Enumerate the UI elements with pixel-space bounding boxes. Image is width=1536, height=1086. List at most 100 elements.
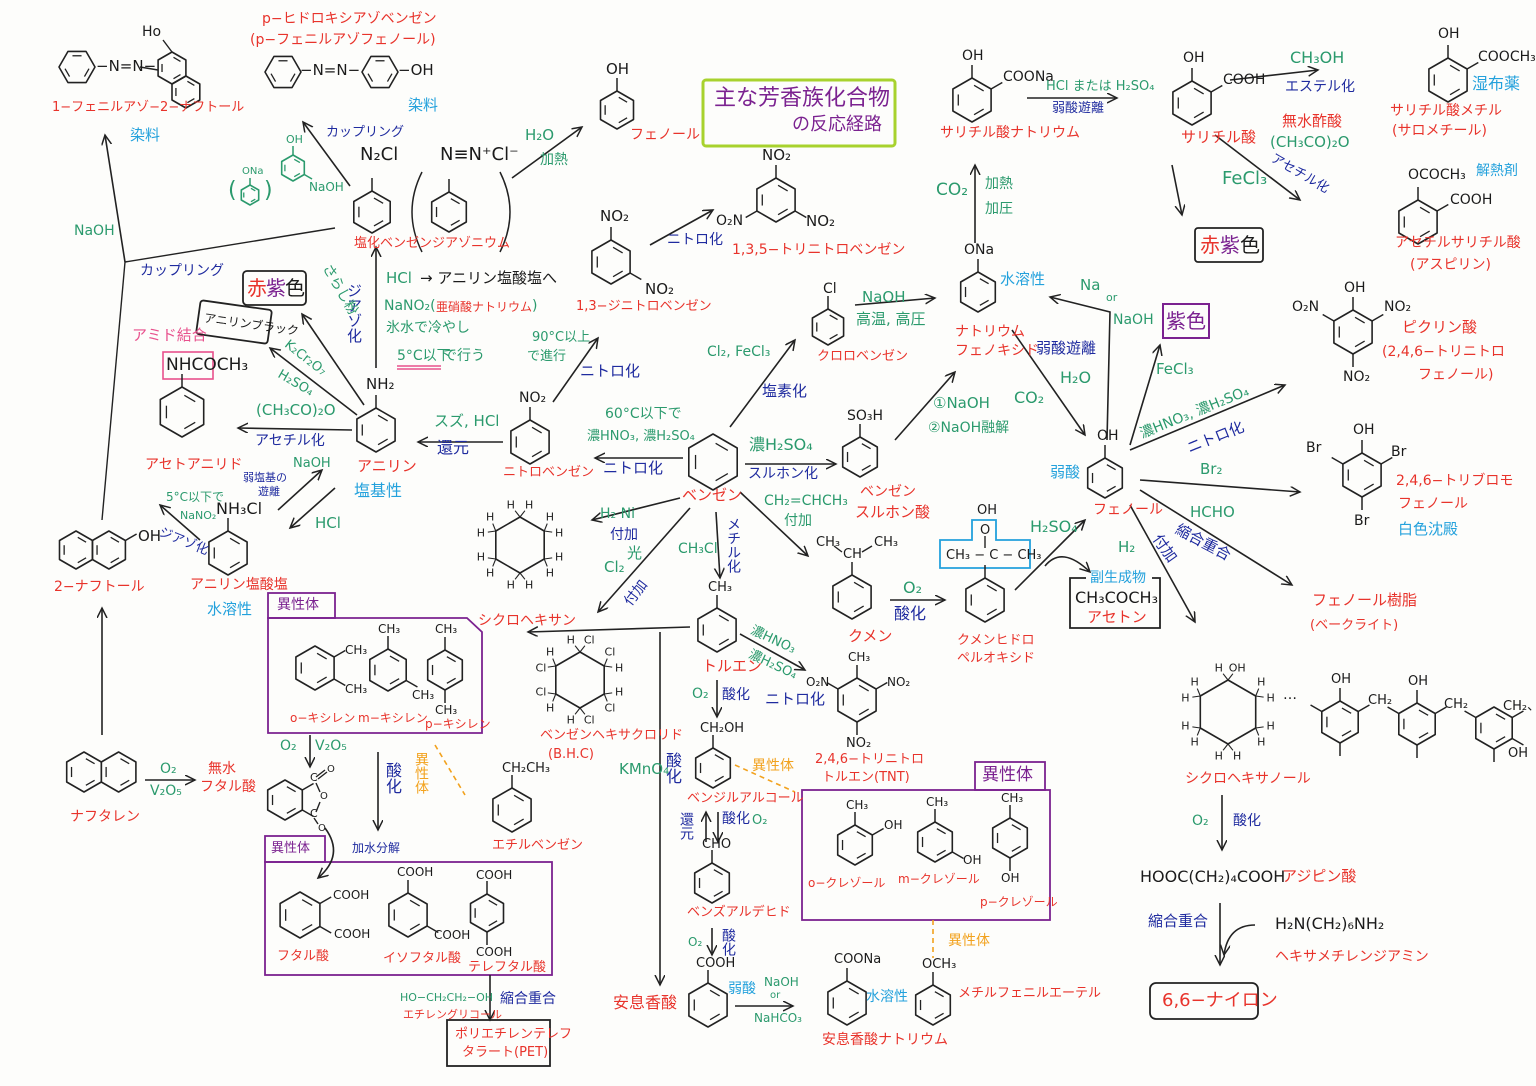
substituent-bond: [426, 925, 439, 934]
picric-no2-left: O₂N: [1292, 299, 1320, 315]
color-result-red: 赤: [1200, 233, 1220, 257]
benzoic-acid-cooh: COOH: [696, 956, 736, 971]
double-bond: [979, 278, 989, 285]
double-bond: [83, 68, 90, 77]
aniline-black-box: [195, 299, 273, 345]
double-bond: [450, 219, 460, 226]
ethylene-glycol-name: エチレングリコール: [403, 1008, 502, 1021]
double-bond: [934, 991, 944, 998]
terephthalic-acid-name: テレフタル酸: [468, 960, 547, 975]
aniline-nh2: NH₂: [366, 375, 395, 393]
chlorination-label: 塩素化: [762, 382, 808, 400]
dinitro-nitration-label: ニトロ化: [667, 232, 723, 248]
reaction-arrow: [528, 627, 691, 632]
benzene-ring: [171, 75, 201, 109]
hydrogen-atom-label: H: [545, 566, 555, 580]
substituent-bond: [1380, 456, 1393, 465]
double-bond: [853, 581, 864, 589]
phenol-oh: OH: [1097, 428, 1119, 444]
xylene-isomer-tab: [267, 592, 336, 619]
substituent-bond: [794, 210, 807, 219]
double-bond: [184, 421, 196, 430]
benzene-ring: [361, 55, 399, 89]
ethylbenzene-ch2ch3: CH₂CH₃: [502, 761, 551, 776]
coupling-paren-open: (: [228, 178, 237, 203]
azo-naphthol-oh: Ho: [142, 24, 162, 40]
aniline-black-reagent-2: H₂SO₄: [275, 367, 317, 400]
hydrogen-atom-label: H: [1190, 735, 1199, 749]
azo-naphthol-name: 1−フェニルアゾ−2−ナフトール: [52, 100, 245, 115]
cresol-oh: OH: [1001, 871, 1020, 885]
nitrobenzene-name: ニトロベンゼン: [503, 465, 595, 480]
tribromo-br-left: Br: [1306, 440, 1322, 456]
trinitro-no2-top: NO₂: [762, 146, 792, 164]
atom-bond: [604, 665, 613, 668]
substituent-bond: [319, 925, 332, 934]
atom-bond: [552, 658, 557, 667]
aspirin-alt-name: (アスピリン): [1410, 257, 1491, 273]
atom-bond: [544, 530, 553, 533]
double-bond: [446, 677, 456, 684]
bond-line: [315, 782, 321, 793]
benzene-ring: [591, 239, 631, 285]
chlorine-atom-label: Cl: [583, 713, 595, 727]
o-xylene-name: o−キシレン: [290, 711, 356, 725]
resin-reaction: 縮合重合: [1172, 520, 1234, 565]
benzene-ring: [688, 982, 728, 1028]
double-bond: [848, 987, 859, 995]
tnt-name-line2: トルエン(TNT): [822, 770, 910, 785]
double-bond: [373, 220, 384, 227]
reaction-arrow: [238, 428, 353, 430]
double-bond: [77, 557, 87, 564]
aniline-property: 塩基性: [354, 481, 403, 500]
double-bond: [715, 442, 729, 451]
double-bond: [973, 108, 984, 116]
double-bond: [250, 198, 256, 203]
benzene-ring: [827, 980, 867, 1026]
phenol-resin-name: フェノール樹脂: [1312, 591, 1418, 609]
azo-naphthol-use: 染料: [130, 126, 161, 144]
toluene-oxidation-reagent: O₂: [692, 686, 709, 702]
atom-bond: [487, 557, 496, 560]
double-bond: [612, 270, 623, 278]
kolbe-reagent: CO₂: [936, 180, 969, 200]
phenoxide-name-line2: フェノキシド: [955, 343, 1039, 359]
double-bond: [293, 158, 301, 164]
chlorobenzene-name: クロロベンゼン: [817, 349, 909, 364]
atom-bond: [519, 510, 526, 518]
aniline-black-name: アニリンブラック: [203, 311, 300, 339]
hydrogen-atom-label: H: [476, 550, 486, 564]
double-bond: [936, 828, 946, 835]
double-bond: [120, 758, 130, 765]
hydrogen-atom-label: H: [525, 578, 534, 592]
aspirin-name: アセチルサリチル酸: [1395, 235, 1521, 251]
double-bond: [409, 899, 420, 907]
cumene-ch3: CH₃: [874, 535, 899, 550]
terephthalic-cooh: COOH: [476, 945, 513, 959]
chlorination-reagent: Cl₂, FeCl₃: [707, 344, 771, 360]
double-bond: [973, 84, 984, 92]
benzyl-alcohol-oxidation-reagent: O₂: [752, 813, 768, 828]
phenoxide-name-line1: ナトリウム: [955, 324, 1025, 340]
bond-line: [124, 227, 336, 263]
benzoic-acid-property: 弱酸: [728, 981, 756, 997]
hydrogen-atom-label: H: [1214, 749, 1223, 763]
cresol-oh: OH: [884, 818, 903, 832]
double-bond: [1341, 730, 1352, 737]
double-bond: [1419, 206, 1430, 214]
carbonyl-oxygen: O: [318, 823, 326, 834]
dinitrobenzene-name: 1,3−ジニトロベンゼン: [576, 299, 712, 314]
benzene-ring: [694, 747, 732, 789]
bond-line: [315, 801, 321, 813]
atom-bond: [514, 572, 521, 580]
acetone-name: アセトン: [1087, 608, 1147, 626]
phthalic-acid-name: フタル酸: [277, 949, 330, 964]
double-bond: [64, 68, 71, 77]
sulfonic-fusion-step2: ②NaOH融解: [928, 420, 1010, 436]
substituent-bond: [1310, 704, 1323, 713]
kolbe-condition-heat: 加熱: [985, 176, 1013, 192]
atom-bond: [1196, 688, 1201, 697]
benzene-ring: [959, 271, 997, 313]
xylene-isomer-tab-label: 異性体: [277, 597, 319, 613]
chlorine-atom-label: Cl: [604, 701, 616, 715]
